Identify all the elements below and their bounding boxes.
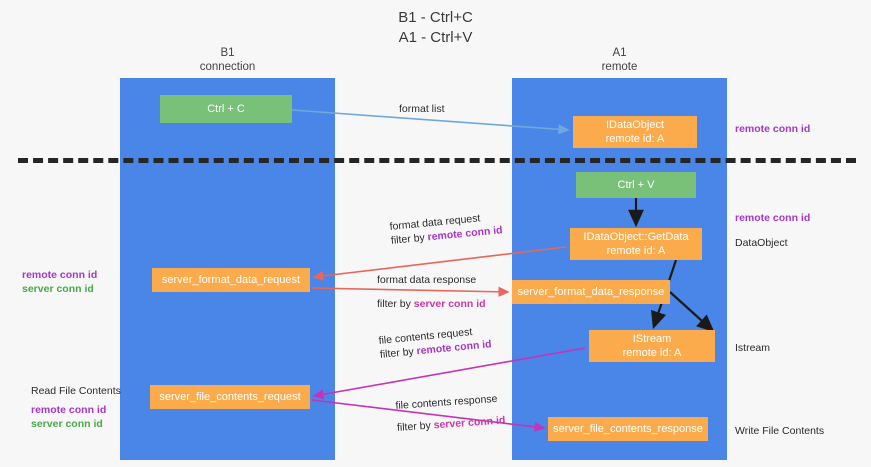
node-istream-sub: remote id: A xyxy=(622,347,682,359)
node-server-file-contents-request-label: server_file_contents_request xyxy=(159,391,301,403)
annotation-left-server-conn-id-text: server conn id xyxy=(22,283,94,295)
edge-label-format-data-response-filter-value: server conn id xyxy=(413,298,486,310)
edge-label-format-list: format list xyxy=(399,102,445,116)
annotation-read-file-contents-text: Read File Contents xyxy=(31,385,121,397)
edge-label-file-contents-response-filter-prefix: filter by xyxy=(396,419,435,434)
edge-label-format-data-request: format data request filter by remote con… xyxy=(389,209,503,248)
lane-header-a1-subtitle: remote xyxy=(601,61,638,73)
node-idataobject-getdata[interactable]: IDataObject::GetData remote id: A xyxy=(570,228,702,260)
annotation-mid-remote-conn-id-text: remote conn id xyxy=(735,212,811,224)
node-idataobject-top-label: IDataObject xyxy=(605,119,665,131)
node-idataobject-top[interactable]: IDataObject remote id: A xyxy=(573,116,697,148)
annotation-top-remote-conn-id: remote conn id xyxy=(735,122,810,136)
page-title: B1 - Ctrl+C A1 - Ctrl+V xyxy=(0,8,871,48)
title-line-1: B1 - Ctrl+C xyxy=(398,9,473,26)
node-server-format-data-request-label: server_format_data_request xyxy=(161,274,301,286)
lane-header-a1-title: A1 xyxy=(612,47,627,59)
node-server-file-contents-response[interactable]: server_file_contents_response xyxy=(548,417,708,441)
node-istream[interactable]: IStream remote id: A xyxy=(589,330,715,362)
annotation-bottom-remote-conn-id-text: remote conn id xyxy=(31,404,107,416)
node-ctrl-c-label: Ctrl + C xyxy=(207,103,245,115)
lane-header-b1-subtitle: connection xyxy=(199,61,256,73)
annotation-istream: Istream xyxy=(735,341,770,355)
node-idataobject-top-sub: remote id: A xyxy=(605,133,665,145)
node-ctrl-v[interactable]: Ctrl + V xyxy=(576,172,696,198)
annotation-bottom-server-conn-id-text: server conn id xyxy=(31,418,103,430)
node-server-file-contents-response-label: server_file_contents_response xyxy=(553,423,703,435)
annotation-dataobject-text: DataObject xyxy=(735,237,788,249)
annotation-write-file-contents: Write File Contents xyxy=(735,424,824,438)
annotation-left-conn-ids: remote conn id server conn id xyxy=(22,268,97,296)
node-idataobject-getdata-sub: remote id: A xyxy=(606,245,666,257)
annotation-top-remote-conn-id-text: remote conn id xyxy=(735,123,811,135)
node-server-format-data-response-label: server_format_data_response xyxy=(517,286,665,298)
edge-label-file-contents-request: file contents request filter by remote c… xyxy=(378,323,492,362)
edge-label-format-data-response-text: format data response xyxy=(377,274,477,286)
annotation-left-remote-conn-id-text: remote conn id xyxy=(22,269,98,281)
node-server-format-data-response[interactable]: server_format_data_response xyxy=(512,280,670,304)
lane-header-b1-title: B1 xyxy=(220,47,235,59)
node-istream-label: IStream xyxy=(632,333,672,345)
edge-label-format-list-text: format list xyxy=(399,103,445,115)
annotation-mid-remote-conn-id: remote conn id xyxy=(735,211,810,225)
node-ctrl-v-label: Ctrl + V xyxy=(617,179,655,191)
edge-label-file-contents-request-filter-prefix: filter by xyxy=(379,345,418,361)
node-server-format-data-request[interactable]: server_format_data_request xyxy=(152,268,310,292)
annotation-istream-text: Istream xyxy=(735,342,771,354)
phase-divider xyxy=(18,158,856,163)
node-ctrl-c[interactable]: Ctrl + C xyxy=(160,95,292,123)
edge-label-file-contents-response-text: file contents response xyxy=(395,392,498,412)
edge-label-format-data-response-filter-prefix: filter by xyxy=(377,298,414,310)
lane-header-a1: A1 remote xyxy=(512,46,727,74)
annotation-write-file-contents-text: Write File Contents xyxy=(735,425,825,437)
lane-header-b1: B1 connection xyxy=(120,46,335,74)
edge-label-format-data-request-filter-prefix: filter by xyxy=(390,231,429,247)
title-line-2: A1 - Ctrl+V xyxy=(398,29,473,46)
node-idataobject-getdata-label: IDataObject::GetData xyxy=(583,231,689,243)
edge-label-file-contents-response: file contents response filter by server … xyxy=(395,391,506,434)
edge-label-format-data-response: format data response filter by server co… xyxy=(377,273,486,311)
annotation-dataobject: DataObject xyxy=(735,236,788,250)
edge-label-file-contents-response-filter-value: server conn id xyxy=(433,414,506,432)
annotation-read-file-contents: Read File Contents remote conn id server… xyxy=(31,384,121,431)
node-server-file-contents-request[interactable]: server_file_contents_request xyxy=(150,385,310,409)
